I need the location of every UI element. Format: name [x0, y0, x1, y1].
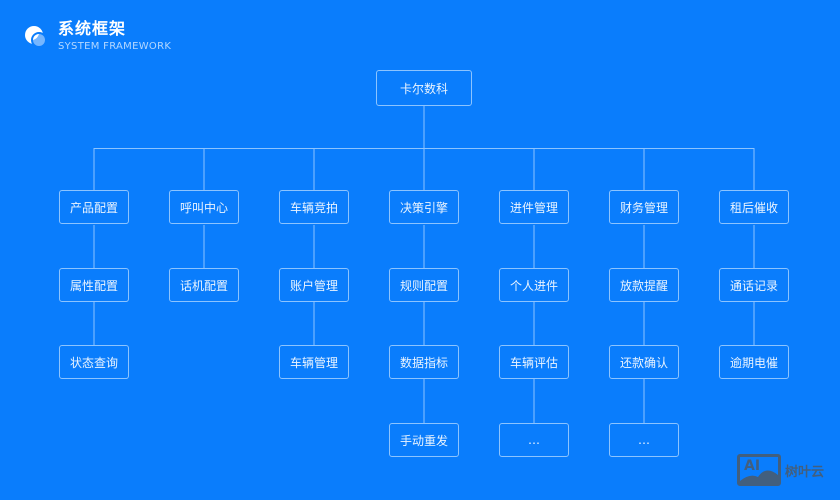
sub-node-more[interactable]: … [609, 423, 679, 457]
bubble-logo-icon [24, 25, 48, 49]
sub-node[interactable]: 还款确认 [609, 345, 679, 379]
sub-node[interactable]: 手动重发 [389, 423, 459, 457]
watermark-label: 树叶云 [785, 464, 825, 480]
page-subtitle: SYSTEM FRAMEWORK [58, 41, 172, 52]
module-node-vehicle-auction[interactable]: 车辆竞拍 [279, 190, 349, 224]
sub-node[interactable]: 放款提醒 [609, 268, 679, 302]
module-node-finance-mgmt[interactable]: 财务管理 [609, 190, 679, 224]
page-header: 系统框架 SYSTEM FRAMEWORK [24, 20, 171, 54]
sub-node[interactable]: 规则配置 [389, 268, 459, 302]
sub-node[interactable]: 状态查询 [59, 345, 129, 379]
watermark-box-text: AI [744, 458, 761, 474]
sub-node[interactable]: 话机配置 [169, 268, 239, 302]
page-title: 系统框架 [58, 19, 127, 38]
sub-node[interactable]: 属性配置 [59, 268, 129, 302]
sub-node[interactable]: 逾期电催 [719, 345, 789, 379]
module-node-application-mgmt[interactable]: 进件管理 [499, 190, 569, 224]
module-node-product-config[interactable]: 产品配置 [59, 190, 129, 224]
root-node[interactable]: 卡尔数科 [376, 70, 472, 106]
sub-node[interactable]: 通话记录 [719, 268, 789, 302]
image-ai-icon: AI [737, 454, 781, 486]
sub-node[interactable]: 数据指标 [389, 345, 459, 379]
module-node-call-center[interactable]: 呼叫中心 [169, 190, 239, 224]
sub-node-more[interactable]: … [499, 423, 569, 457]
module-node-collection[interactable]: 租后催收 [719, 190, 789, 224]
sub-node[interactable]: 车辆评估 [499, 345, 569, 379]
sub-node[interactable]: 车辆管理 [279, 345, 349, 379]
module-node-decision-engine[interactable]: 决策引擎 [389, 190, 459, 224]
sub-node[interactable]: 个人进件 [499, 268, 569, 302]
sub-node[interactable]: 账户管理 [279, 268, 349, 302]
watermark: AI 树叶云 [737, 454, 824, 486]
